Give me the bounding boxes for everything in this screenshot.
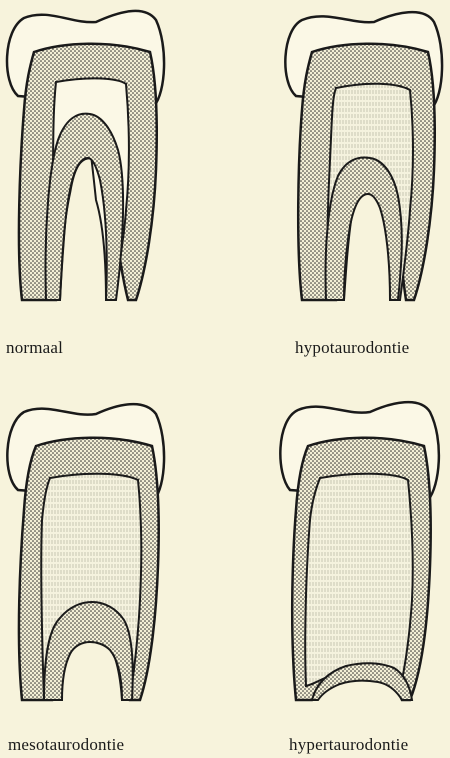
tooth-normal [7, 11, 164, 300]
label-mesotaurodontism: mesotaurodontie [8, 735, 124, 755]
tooth-hypertaurodontism [280, 402, 439, 700]
inner-root-dentin [46, 114, 124, 300]
tooth-mesotaurodontism [7, 404, 164, 700]
label-hypertaurodontism: hypertaurodontie [289, 735, 408, 755]
inner-root-dentin [326, 158, 402, 300]
pulp [305, 474, 413, 686]
label-hypotaurodontism: hypotaurodontie [295, 338, 409, 358]
label-normal: normaal [6, 338, 63, 358]
tooth-hypotaurodontism [285, 12, 442, 300]
